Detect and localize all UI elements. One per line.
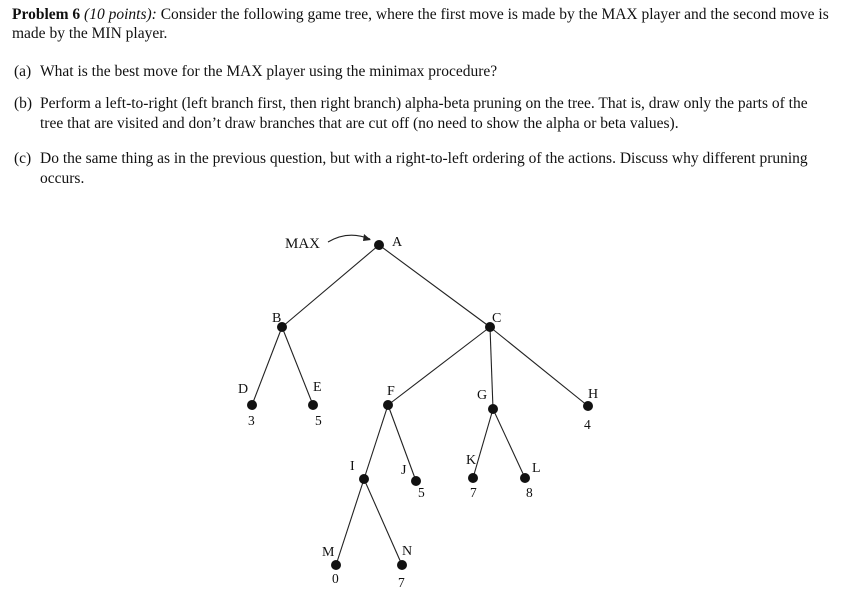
label-e: E: [313, 380, 322, 395]
problem-points: (10 points):: [84, 6, 157, 23]
edge-a-c: [378, 244, 491, 328]
label-i: I: [350, 459, 355, 474]
label-j: J: [401, 463, 407, 478]
label-a: A: [392, 235, 403, 250]
arrowhead-icon: [363, 234, 371, 241]
edge-g-k: [472, 408, 494, 479]
question-text: What is the best move for the MAX player…: [40, 63, 498, 80]
label-h: H: [588, 387, 598, 402]
value-l: 8: [526, 485, 533, 500]
label-f: F: [387, 384, 395, 399]
value-n: 7: [398, 575, 405, 590]
question-text: Perform a left-to-right (left branch fir…: [40, 95, 808, 132]
edge-c-g: [489, 326, 494, 410]
value-k: 7: [470, 485, 477, 500]
label-k: K: [466, 453, 476, 468]
label-l: L: [532, 461, 541, 476]
problem-intro-text: Consider the following game tree, where …: [12, 6, 829, 42]
node-a: [374, 240, 384, 250]
edge-g-l: [492, 408, 526, 479]
problem-intro: Problem 6 (10 points): Consider the foll…: [12, 5, 832, 43]
edge-i-m: [335, 478, 365, 566]
label-g: G: [477, 388, 487, 403]
node-l: [520, 473, 530, 483]
node-e: [308, 400, 318, 410]
edge-b-d: [251, 326, 283, 406]
node-i: [359, 474, 369, 484]
node-h: [583, 401, 593, 411]
node-f: [383, 400, 393, 410]
value-e: 5: [315, 413, 322, 428]
max-label: MAX: [285, 236, 320, 252]
node-k: [468, 473, 478, 483]
node-n: [397, 560, 407, 570]
node-c: [485, 322, 495, 332]
question-label: (a): [14, 63, 32, 80]
value-m: 0: [332, 571, 339, 586]
question-b: (b) Perform a left-to-right (left branch…: [14, 94, 832, 134]
label-c: C: [492, 311, 501, 326]
value-d: 3: [248, 413, 255, 428]
label-m: M: [322, 545, 335, 560]
node-m: [331, 560, 341, 570]
node-b: [277, 322, 287, 332]
node-j: [411, 476, 421, 486]
node-g: [488, 404, 498, 414]
edge-f-i: [363, 404, 389, 480]
edge-b-e: [281, 326, 314, 406]
question-text: Do the same thing as in the previous que…: [40, 150, 808, 187]
edge-f-j: [387, 404, 417, 482]
question-a: (a) What is the best move for the MAX pl…: [14, 62, 832, 82]
question-c: (c) Do the same thing as in the previous…: [14, 149, 832, 189]
label-n: N: [402, 544, 412, 559]
edge-c-h: [489, 326, 589, 407]
question-label: (c): [14, 150, 32, 167]
edge-a-b: [281, 244, 380, 328]
node-d: [247, 400, 257, 410]
edge-i-n: [363, 478, 403, 566]
label-d: D: [238, 382, 248, 397]
edge-c-f: [387, 326, 491, 406]
tree-edges: [251, 244, 589, 566]
problem-heading: Problem 6: [12, 6, 81, 23]
value-j: 5: [418, 485, 425, 500]
tree-nodes: [247, 240, 593, 570]
question-label: (b): [14, 95, 33, 112]
label-b: B: [272, 311, 281, 326]
value-h: 4: [584, 417, 591, 432]
